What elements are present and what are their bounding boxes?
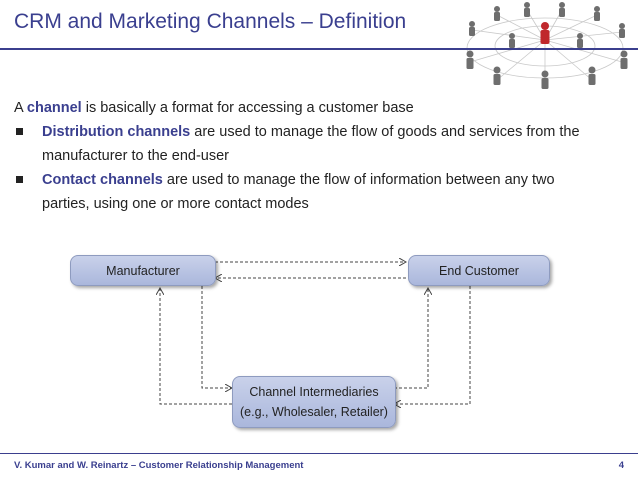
intro-line: A channel is basically a format for acce… [14,96,624,120]
bullet-contact: Contact channels are used to manage the … [14,168,624,216]
manufacturer-label: Manufacturer [106,263,180,278]
manufacturer-box: Manufacturer [70,255,216,286]
intro-term: channel [26,100,82,116]
bullet-term: Contact channels [42,172,163,188]
slide-title: CRM and Marketing Channels – Definition [14,10,407,33]
intermediaries-label: Channel Intermediaries [249,385,379,399]
intermediaries-examples: (e.g., Wholesaler, Retailer) [240,405,388,419]
bullet-text-continued: manufacturer to the end-user [42,148,229,164]
channel-intermediaries-box: Channel Intermediaries (e.g., Wholesaler… [232,376,396,428]
bullet-square-icon [16,176,23,183]
footer-credit: V. Kumar and W. Reinartz – Customer Rela… [14,460,304,471]
intro-prefix: A [14,100,27,116]
flow-arrow-manufacturer-to-intermediaries [201,286,232,388]
bullet-square-icon [16,128,23,135]
slide-body: A channel is basically a format for acce… [14,96,624,216]
flow-arrow-customer-to-intermediaries [394,286,471,404]
footer-divider [0,453,638,454]
page-number: 4 [618,460,624,471]
bullet-text: are used to manage the flow of goods and… [190,124,580,140]
title-underline [0,48,638,50]
bullet-term: Distribution channels [42,124,191,140]
bullet-distribution: Distribution channels are used to manage… [14,120,624,168]
end-customer-box: End Customer [408,255,550,286]
bullet-text-continued: parties, using one or more contact modes [42,196,309,212]
people-network-icon [466,2,628,89]
flow-arrow-intermediaries-to-customer [394,288,428,389]
intro-rest: is basically a format for accessing a cu… [81,100,414,116]
flow-arrow-intermediaries-to-manufacturer [160,288,232,405]
end-customer-label: End Customer [439,263,519,278]
bullet-text: are used to manage the flow of informati… [162,172,555,188]
